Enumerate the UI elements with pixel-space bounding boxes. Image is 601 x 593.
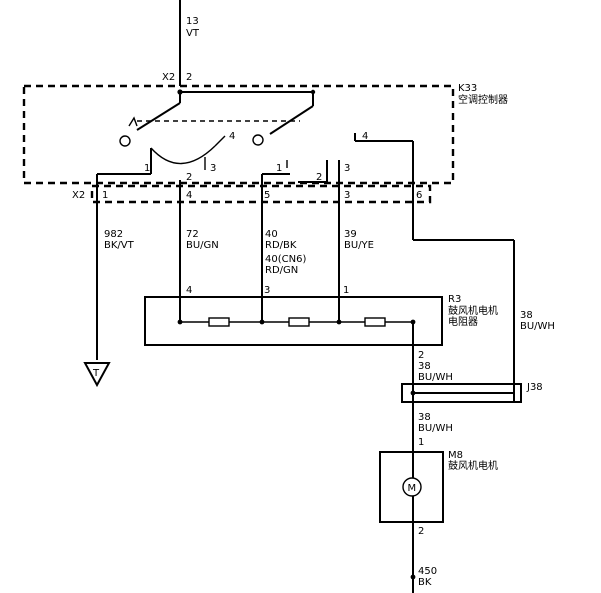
wire-40-number: 40 [265, 229, 278, 240]
wire-450-number: 450 [418, 566, 437, 577]
x2-pin-4: 4 [186, 190, 192, 201]
switch-contact-right [252, 134, 264, 146]
x2-top-connector: X2 [162, 72, 175, 83]
ground-symbol: T [83, 362, 111, 388]
wire-39-color: BU/YE [344, 240, 374, 251]
resistor-element-1 [208, 317, 230, 327]
controller-name: 空调控制器 [458, 93, 508, 106]
int-pin-3a: 3 [210, 163, 216, 174]
resistor-pin-2: 2 [418, 350, 424, 361]
x2-pin-1: 1 [102, 190, 108, 201]
wire-38-mid-color: BU/WH [418, 372, 453, 383]
wire-13-color: VT [186, 28, 200, 39]
resistor-id: R3 [448, 294, 461, 305]
ground-label: T [92, 368, 100, 379]
resistor-pin-4: 4 [186, 285, 192, 296]
wire-38-low-color: BU/WH [418, 423, 453, 434]
x2-top-pin: 2 [186, 72, 192, 83]
wire-39-number: 39 [344, 229, 357, 240]
int-pin-2b: 2 [316, 172, 322, 183]
splice-dot [410, 390, 416, 396]
wire-982-color: BK/VT [104, 240, 135, 251]
x2-pin-6: 6 [416, 190, 422, 201]
int-pin-3b: 3 [344, 163, 350, 174]
controller-boundary [22, 84, 455, 185]
x2-pin-3: 3 [344, 190, 350, 201]
motor-name: 鼓风机电机 [448, 459, 498, 472]
motor-pin-2: 2 [418, 526, 424, 537]
int-pin-1a: 1 [144, 163, 150, 174]
wire-38-right-color: BU/WH [520, 321, 555, 332]
controller-id: K33 [458, 83, 477, 94]
motor-symbol-label: M [408, 483, 417, 494]
x2-pin-5: 5 [264, 190, 270, 201]
wire-38-low-number: 38 [418, 412, 431, 423]
resistor-name-line2: 电阻器 [448, 315, 478, 328]
wire-72-color: BU/GN [186, 240, 219, 251]
motor-pin-1: 1 [418, 437, 424, 448]
int-pin-4a: 4 [229, 131, 235, 142]
motor-box [379, 451, 444, 523]
switch-arc-contact [150, 145, 216, 165]
x2-bottom-label: X2 [72, 190, 85, 201]
wire-13-number: 13 [186, 16, 199, 27]
wire-38-right-number: 38 [520, 310, 533, 321]
int-pin-1b: 1 [276, 163, 282, 174]
wire-38-mid-number: 38 [418, 361, 431, 372]
int-pin-4r: 4 [362, 131, 368, 142]
resistor-pin-1: 1 [343, 285, 349, 296]
switch-contact-left [119, 135, 131, 147]
splice-id: J38 [526, 382, 543, 393]
resistor-element-2 [288, 317, 310, 327]
wire-982-number: 982 [104, 229, 123, 240]
splice-j38 [401, 383, 522, 403]
resistor-element-3 [364, 317, 386, 327]
int-pin-2c: 2 [186, 172, 192, 183]
wire-40-color: RD/BK [265, 240, 297, 251]
wire-40-alt-number: 40(CN6) [265, 254, 306, 265]
wire-40-alt-color: RD/GN [265, 265, 298, 276]
resistor-name-line1: 鼓风机电机 [448, 304, 498, 317]
resistor-block [144, 296, 443, 346]
resistor-network [177, 317, 416, 327]
resistor-pin-3: 3 [264, 285, 270, 296]
wire-72-number: 72 [186, 229, 199, 240]
motor-id: M8 [448, 450, 463, 461]
wire-450-color: BK [418, 577, 432, 588]
blower-switch: 4 1 2 3 1 2 3 4 [97, 89, 413, 186]
